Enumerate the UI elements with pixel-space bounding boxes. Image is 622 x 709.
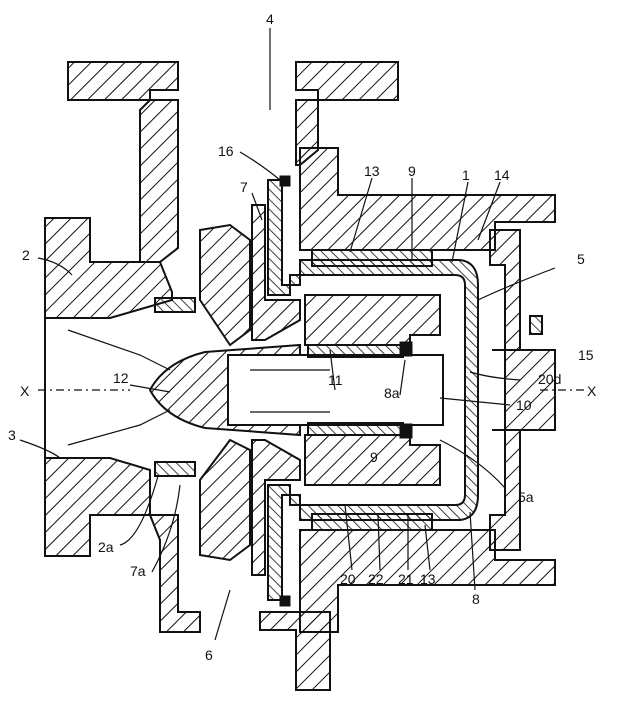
vent-plug	[530, 316, 542, 334]
label-2a: 2a	[98, 539, 114, 555]
label-14: 14	[494, 167, 510, 183]
label-5a: 5a	[518, 489, 534, 505]
label-13-top: 13	[364, 163, 380, 179]
label-20: 20	[340, 571, 356, 587]
label-5: 5	[577, 251, 585, 267]
label-4: 4	[266, 11, 274, 27]
label-8a: 8a	[384, 385, 400, 401]
label-9-top: 9	[408, 163, 416, 179]
label-10: 10	[516, 397, 532, 413]
label-22: 22	[368, 571, 384, 587]
shaft	[228, 355, 443, 425]
label-3: 3	[8, 427, 16, 443]
label-15: 15	[578, 347, 594, 363]
label-20d: 20d	[538, 371, 561, 387]
label-7: 7	[240, 179, 248, 195]
label-7a: 7a	[130, 563, 146, 579]
label-2: 2	[22, 247, 30, 263]
label-x-left: X	[20, 383, 30, 399]
label-13-bottom: 13	[420, 571, 436, 587]
label-12: 12	[113, 370, 129, 386]
label-8: 8	[472, 591, 480, 607]
label-16: 16	[218, 143, 234, 159]
label-11: 11	[328, 372, 343, 388]
label-6: 6	[205, 647, 213, 663]
label-1: 1	[462, 167, 470, 183]
label-9-bottom: 9	[370, 449, 378, 465]
label-21: 21	[398, 571, 414, 587]
label-x-right: X	[587, 383, 597, 399]
